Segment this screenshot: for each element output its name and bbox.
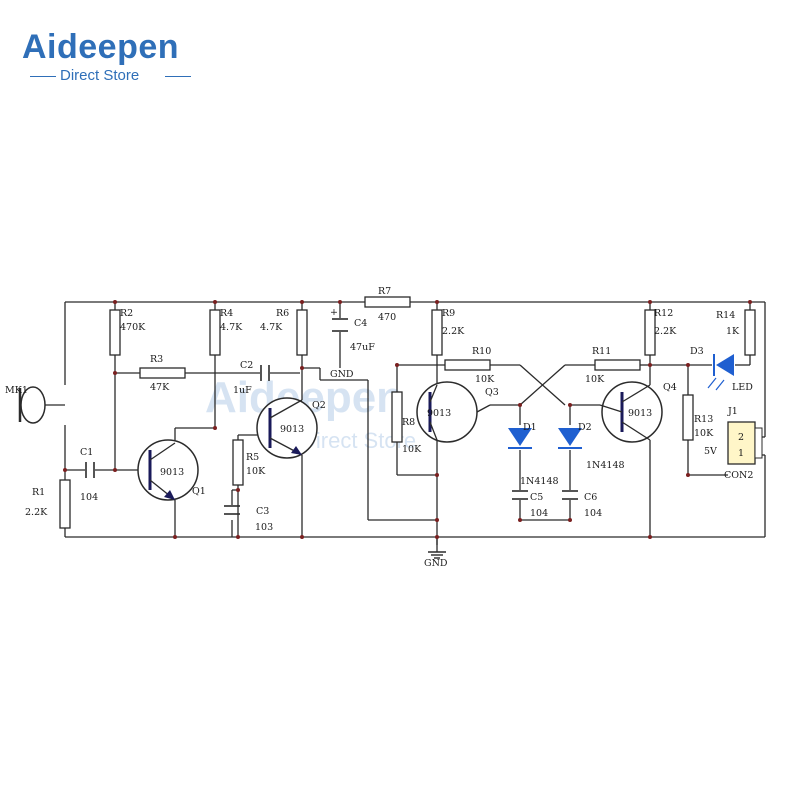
label-c6-val: 104 — [584, 508, 602, 519]
label-q3-val: 9013 — [427, 408, 451, 419]
label-c5: C5 — [530, 492, 543, 503]
label-j1-v: 5V — [704, 446, 717, 457]
diode-d1 — [508, 428, 532, 449]
label-r13-val: 10K — [694, 428, 714, 439]
label-c4: C4 — [354, 318, 367, 329]
r6-body — [296, 309, 308, 356]
label-j1-pin2: 2 — [738, 432, 744, 443]
label-d2-val: 1N4148 — [586, 460, 625, 471]
label-d3: D3 — [690, 346, 704, 357]
label-r4-val: 4.7K — [220, 322, 243, 333]
label-r7-val: 470 — [378, 312, 396, 323]
label-led: LED — [732, 382, 753, 393]
r4-body — [209, 309, 221, 356]
connector-j1 — [727, 421, 763, 465]
label-c3: C3 — [256, 506, 269, 517]
label-gnd-bottom: GND — [424, 558, 448, 569]
label-r4: R4 — [220, 308, 233, 319]
label-gnd: GND — [330, 369, 354, 380]
r13-body — [682, 394, 694, 441]
label-c4-val: 47uF — [350, 342, 375, 353]
r11-body — [594, 359, 641, 371]
transistor-q4 — [599, 381, 663, 443]
label-r11-val: 10K — [585, 374, 605, 385]
transistor-q2 — [256, 397, 318, 459]
r1-body — [59, 479, 71, 529]
label-q2-val: 9013 — [280, 424, 304, 435]
label-r14-val: 1K — [726, 326, 740, 337]
subtitle-right-line — [165, 76, 191, 77]
microphone-icon — [18, 386, 65, 424]
resistors — [59, 296, 756, 529]
label-mk1: MK1 — [5, 385, 28, 396]
label-c1: C1 — [80, 447, 93, 458]
label-j1: J1 — [727, 406, 738, 417]
label-r8-val: 10K — [402, 444, 422, 455]
label-r5: R5 — [246, 452, 259, 463]
component-labels: MK1 R1 2.2K C1 104 R2 470K R3 47K 9013 Q… — [5, 286, 753, 569]
label-r8: R8 — [402, 417, 415, 428]
r14-body — [744, 309, 756, 356]
label-r1-val: 2.2K — [25, 507, 48, 518]
diode-d2 — [558, 428, 582, 449]
label-c2-val: 1uF — [233, 385, 252, 396]
label-d2: D2 — [578, 422, 592, 433]
led-d3-icon — [707, 354, 734, 391]
label-r9-val: 2.2K — [442, 326, 465, 337]
r2-body — [109, 309, 121, 356]
label-r11: R11 — [592, 346, 611, 357]
label-q3: Q3 — [485, 387, 499, 398]
subtitle-left-line — [30, 76, 56, 77]
r10-body — [444, 359, 491, 371]
label-q2: Q2 — [312, 400, 326, 411]
label-c5-val: 104 — [530, 508, 548, 519]
r5-body — [232, 439, 244, 486]
label-q1: Q1 — [192, 486, 206, 497]
label-r6-val: 4.7K — [260, 322, 283, 333]
label-r1: R1 — [32, 487, 45, 498]
r3-body — [139, 367, 186, 379]
label-q4: Q4 — [663, 382, 677, 393]
label-c2: C2 — [240, 360, 253, 371]
label-r7: R7 — [378, 286, 391, 297]
capacitors — [85, 318, 578, 515]
r7-body — [364, 296, 411, 308]
transistor-q1 — [137, 439, 199, 501]
r8-body — [391, 391, 403, 443]
label-r2: R2 — [120, 308, 133, 319]
label-q1-val: 9013 — [160, 467, 184, 478]
label-r10-val: 10K — [475, 374, 495, 385]
label-r3-val: 47K — [150, 382, 170, 393]
label-j1-name: CON2 — [724, 470, 753, 481]
ground-symbol — [428, 551, 446, 559]
label-r2-val: 470K — [120, 322, 146, 333]
label-c6: C6 — [584, 492, 597, 503]
label-r13: R13 — [694, 414, 713, 425]
label-j1-pin1: 1 — [738, 448, 744, 459]
label-c1-val: 104 — [80, 492, 98, 503]
label-r9: R9 — [442, 308, 455, 319]
label-r12-val: 2.2K — [654, 326, 677, 337]
r12-body — [644, 309, 656, 356]
brand-name: Aideepen — [22, 28, 180, 66]
label-r12: R12 — [654, 308, 673, 319]
label-d1: D1 — [523, 422, 537, 433]
label-r6: R6 — [276, 308, 289, 319]
label-r3: R3 — [150, 354, 163, 365]
label-c4-plus: + — [330, 307, 338, 318]
label-r14: R14 — [716, 310, 735, 321]
transistor-q3 — [416, 381, 491, 443]
r9-body — [431, 309, 443, 356]
label-c3-val: 103 — [255, 522, 273, 533]
label-q4-val: 9013 — [628, 408, 652, 419]
label-r5-val: 10K — [246, 466, 266, 477]
label-r10: R10 — [472, 346, 491, 357]
label-d1-val: 1N4148 — [520, 476, 559, 487]
junctions — [63, 300, 752, 539]
brand-subtitle: Direct Store — [60, 67, 140, 84]
